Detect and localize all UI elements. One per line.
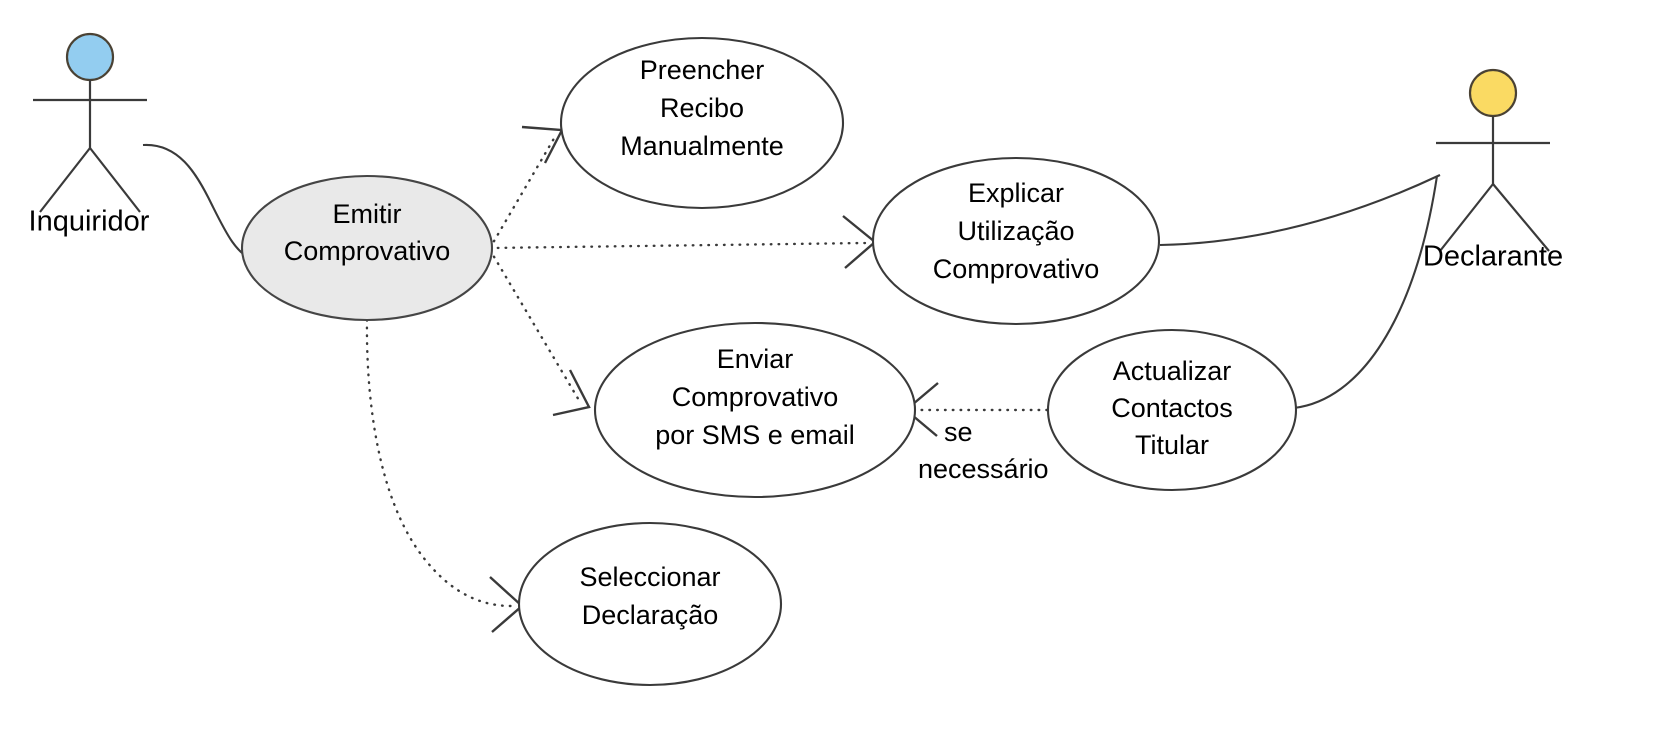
use-case-label-line: Actualizar: [1113, 356, 1232, 386]
relationship-declarante-to-actualizar-contactos[interactable]: [1293, 175, 1439, 410]
dependency-line: [488, 133, 558, 250]
use-case-label-line: Comprovativo: [672, 382, 839, 412]
edge-label-se-necessario: se necessário: [918, 417, 1049, 484]
use-case-preencher-recibo-manualmente[interactable]: Preencher Recibo Manualmente: [559, 36, 845, 210]
use-case-ellipse: [1046, 328, 1298, 492]
dependency-line: [488, 248, 582, 404]
relationship-declarante-to-explicar-utilizacao[interactable]: [1159, 174, 1441, 247]
actor-legs-icon: [39, 147, 141, 213]
arrowhead-open-icon: [842, 215, 877, 269]
arrowhead-open-icon: [521, 125, 564, 164]
actor-label: Declarante: [1423, 241, 1563, 273]
use-case-label-line: Preencher: [640, 55, 765, 85]
use-case-label-line: Explicar: [968, 178, 1064, 208]
use-case-label-line: Utilização: [957, 216, 1074, 246]
relationship-emitir-to-preencher-recibo[interactable]: [488, 125, 564, 250]
edge-label-line: necessário: [918, 454, 1049, 484]
actor-head-icon: [1468, 68, 1518, 118]
use-case-label-line: Seleccionar: [579, 562, 720, 592]
use-case-ellipse: [593, 321, 917, 499]
actor-declarante[interactable]: Declarante: [1423, 68, 1563, 273]
use-case-label-line: Declaração: [582, 600, 719, 630]
relationship-emitir-to-enviar-comprovativo[interactable]: [488, 248, 591, 417]
use-case-label-line: Recibo: [660, 93, 744, 123]
use-case-enviar-comprovativo-sms-email[interactable]: Enviar Comprovativo por SMS e email: [593, 321, 917, 499]
use-case-label-line: por SMS e email: [655, 420, 855, 450]
arrowhead-open-icon: [552, 369, 591, 417]
actor-label: Inquiridor: [29, 206, 150, 238]
use-case-emitir-comprovativo[interactable]: Emitir Comprovativo: [240, 174, 494, 322]
relationship-inquiridor-to-emitir-comprovativo[interactable]: [142, 143, 256, 262]
relationship-emitir-to-seleccionar-declaracao[interactable]: [365, 318, 524, 633]
use-case-label-line: Emitir: [333, 199, 402, 229]
use-case-label-line: Enviar: [717, 344, 794, 374]
dependency-line: [365, 318, 513, 608]
use-case-ellipse: [240, 174, 494, 322]
use-case-label-line: Comprovativo: [933, 254, 1100, 284]
use-case-label-line: Comprovativo: [284, 236, 451, 266]
use-case-ellipse: [871, 156, 1161, 326]
association-line: [1159, 174, 1441, 247]
dependency-line: [488, 241, 868, 250]
use-case-ellipse: [559, 36, 845, 210]
association-line: [142, 143, 256, 262]
use-case-label-line: Titular: [1135, 430, 1209, 460]
use-case-seleccionar-declaracao[interactable]: Seleccionar Declaração: [517, 521, 783, 687]
edge-label-line: se: [944, 417, 973, 447]
actor-head-icon: [65, 32, 115, 82]
actor-inquiridor[interactable]: Inquiridor: [29, 32, 150, 238]
use-case-ellipse: [517, 521, 783, 687]
use-case-actualizar-contactos-titular[interactable]: Actualizar Contactos Titular: [1046, 328, 1298, 492]
use-case-label-line: Contactos: [1111, 393, 1233, 423]
relationship-emitir-to-explicar-utilizacao[interactable]: [488, 215, 877, 269]
use-case-label-line: Manualmente: [620, 131, 784, 161]
use-case-explicar-utilizacao-comprovativo[interactable]: Explicar Utilização Comprovativo: [871, 156, 1161, 326]
actor-legs-icon: [1439, 183, 1550, 252]
association-line: [1293, 175, 1439, 410]
